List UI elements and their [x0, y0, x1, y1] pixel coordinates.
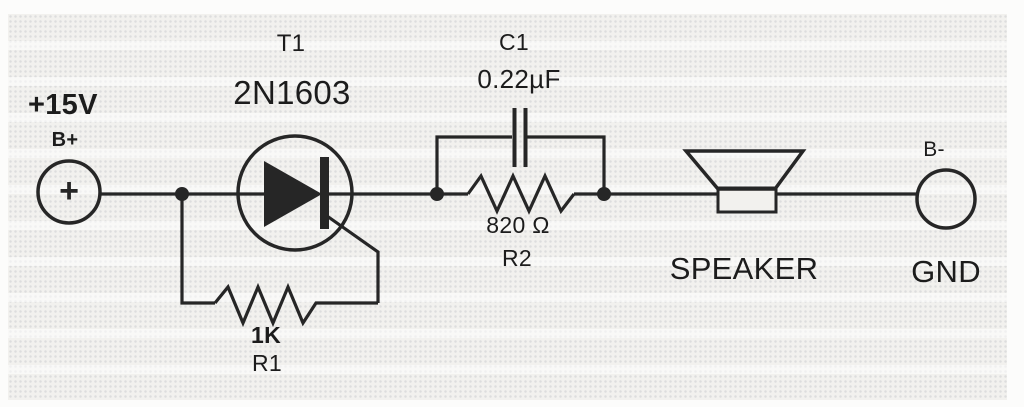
- junction-dot-r2-right: [597, 187, 611, 201]
- resistor-r1-zigzag: [213, 282, 378, 328]
- r1-value-label: 1K: [250, 322, 282, 348]
- capacitor-loop-left-wire: [435, 135, 512, 194]
- r1-designator-label: R1: [251, 350, 283, 376]
- resistor-r2-zigzag: [466, 172, 576, 215]
- bplus-terminal-circle: [36, 159, 102, 225]
- speaker-label: SPEAKER: [669, 251, 819, 286]
- gate-lead-wire: [326, 214, 380, 303]
- wire-junction-down-to-r1: [180, 194, 215, 305]
- bplus-terminal-label: B+: [51, 129, 79, 151]
- gnd-label: GND: [911, 254, 981, 289]
- bminus-terminal-circle: [915, 168, 977, 230]
- capacitor-designator-label: C1: [498, 29, 530, 55]
- r2-value-label: 820 Ω: [486, 212, 550, 238]
- transistor-body-circle: [236, 134, 354, 252]
- bminus-terminal-label: B-: [923, 138, 945, 161]
- transistor-part-label: 2N1603: [233, 74, 351, 111]
- junction-dot-r2-left: [430, 187, 444, 201]
- capacitor-value-label: 0.22µF: [477, 64, 561, 94]
- diode-anode-triangle-icon: [264, 161, 322, 227]
- scanned-paper-background: [8, 14, 1007, 400]
- plus-icon: +: [59, 172, 79, 210]
- transistor-designator-label: T1: [276, 30, 306, 57]
- diode-cathode-bar-icon: [320, 157, 329, 229]
- r2-designator-label: R2: [501, 245, 533, 271]
- capacitor-loop-right-wire: [527, 135, 606, 194]
- junction-dot-left: [175, 187, 189, 201]
- supply-voltage-label: +15V: [28, 89, 98, 121]
- speaker-coil-box-icon: [716, 186, 778, 214]
- speaker-cone-icon: [682, 149, 807, 191]
